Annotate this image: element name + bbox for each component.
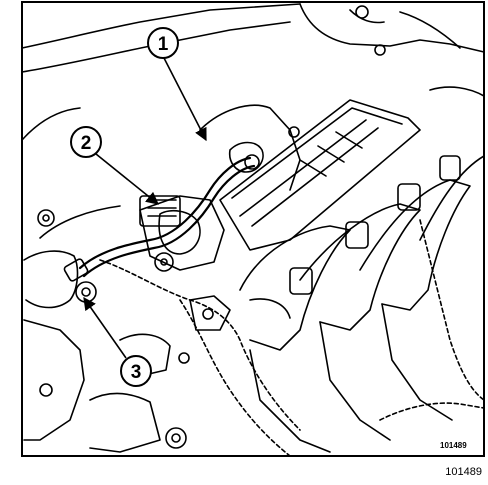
callout-group-1 xyxy=(147,27,207,142)
callout-group-3 xyxy=(83,296,152,387)
figure-frame xyxy=(21,1,485,457)
callout-number-1: 1 xyxy=(158,34,169,55)
leader-line-2 xyxy=(95,153,159,205)
leader-line-3 xyxy=(83,296,127,359)
leader-line-1 xyxy=(163,57,207,142)
callout-number-2: 2 xyxy=(81,133,92,154)
callout-circle-3 xyxy=(120,355,152,387)
callout-number-3: 3 xyxy=(131,362,142,383)
callout-group-2 xyxy=(70,126,159,205)
figure-reference-in-frame: 101489 xyxy=(440,441,467,450)
callout-circle-1 xyxy=(147,27,179,59)
callout-circle-2 xyxy=(70,126,102,158)
engine-linework xyxy=(21,3,485,457)
figure-reference-number: 101489 xyxy=(445,466,482,478)
